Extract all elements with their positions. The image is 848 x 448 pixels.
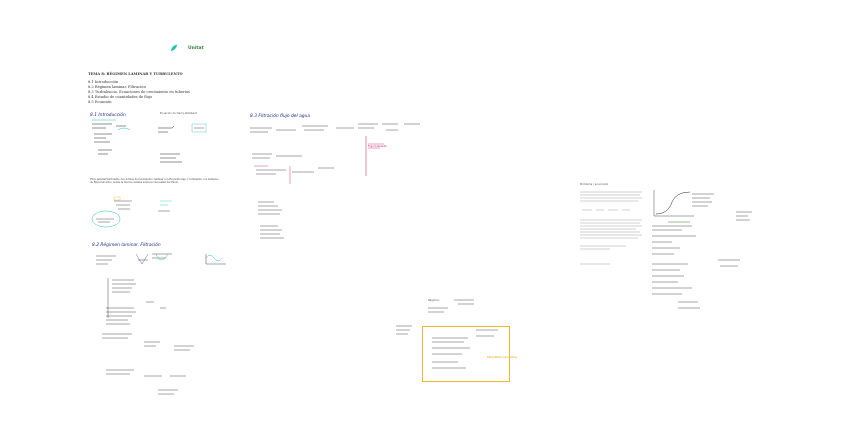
- sketch-regimen: [392, 296, 542, 386]
- sketch-document: [578, 188, 648, 268]
- sketch-intro-formulas: [88, 118, 218, 178]
- note-darcy: Ecuación de Darcy-Weisbach: [160, 112, 198, 115]
- leaf-icon: [170, 44, 178, 52]
- sketch-filtracion: [246, 118, 446, 258]
- toc-item: 8.4 Estudio de cuantidades de flujo: [88, 95, 153, 99]
- sketch-laminar: [94, 250, 244, 410]
- logo-text: Unitat: [188, 45, 204, 51]
- section-title-intro: 8.1 Introducción: [90, 113, 126, 118]
- logo: Unitat: [170, 44, 204, 52]
- toc-title: TEMA 8: RÉGIMEN LAMINAR Y TURBULENTO: [88, 72, 183, 76]
- orange-note: Datos/Notas importantes: [487, 356, 517, 359]
- toc-item: 8.2 Régimen laminar. Filtración: [88, 85, 146, 89]
- table-of-contents: TEMA 8: RÉGIMEN LAMINAR Y TURBULENTO 8.1…: [88, 72, 190, 105]
- toc-item: 8.3 Turbulencia. Ecuaciones de crecimien…: [88, 90, 190, 94]
- toc-item: 8.1 Introducción: [88, 80, 119, 84]
- highlight-box: [422, 326, 510, 382]
- section-title-laminar: 8.2 Régimen laminar. Filtración: [92, 243, 161, 248]
- doc-title: Problema / enunciado: [580, 183, 609, 186]
- section-title-filtracion: 8.3 Filtración flujo del agua: [250, 114, 311, 119]
- note-regimen: Régimen: [428, 299, 440, 302]
- intro-paragraph: Flujo laminar/turbulento dos formas de m…: [90, 178, 219, 184]
- toc-item: 8.5 Ecuación: [88, 100, 112, 104]
- sketch-graph-right: [648, 186, 768, 326]
- magenta-note: Flujo turbulento: [368, 145, 387, 148]
- sketch-intro-bubbles: [90, 195, 190, 235]
